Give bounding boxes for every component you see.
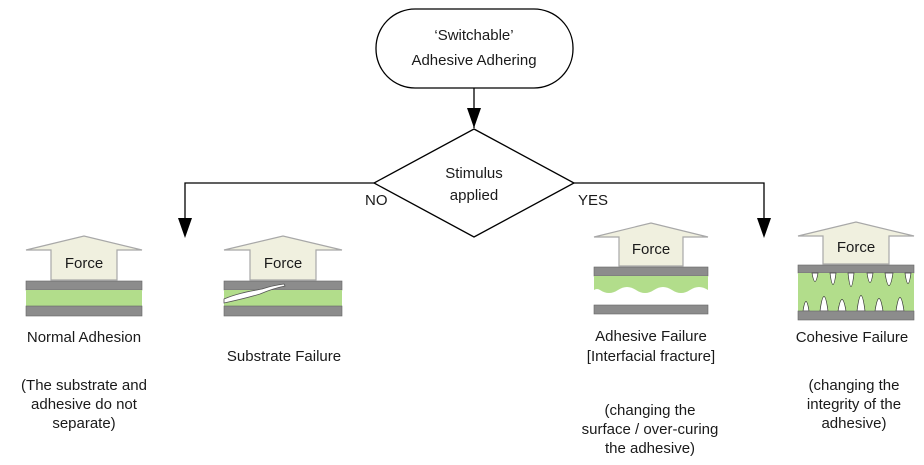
normal-adhesion-icon: Force — [25, 235, 143, 317]
yes-branch-arrowhead — [757, 218, 771, 238]
bottom-substrate — [223, 305, 343, 317]
outcome-subtitle-adhesive-failure: [Interfacial fracture] — [586, 348, 716, 365]
yes-branch-line — [574, 182, 765, 220]
yes-label: YES — [578, 192, 608, 209]
substrate-failure-icon: Force — [223, 235, 343, 317]
no-branch-line — [184, 182, 374, 220]
substrate-crack — [223, 283, 286, 304]
outcome-title-substrate-failure: Substrate Failure — [226, 348, 342, 365]
no-branch-arrowhead — [178, 218, 192, 238]
force-arrow-icon — [223, 235, 343, 281]
top-substrate — [797, 264, 915, 274]
outcome-note-cohesive-failure: (changing the integrity of the adhesive) — [806, 377, 902, 432]
start-node — [375, 8, 574, 89]
adhesive-layer — [798, 273, 914, 311]
outcome-title-cohesive-failure: Cohesive Failure — [795, 329, 909, 346]
bottom-substrate — [593, 304, 709, 315]
bottom-substrate — [797, 310, 915, 321]
force-arrow-icon — [797, 221, 915, 265]
force-label: Force — [837, 239, 875, 256]
top-substrate — [25, 280, 143, 291]
cohesive-failure-icon: Force — [797, 221, 915, 321]
outcome-title-normal-adhesion: Normal Adhesion — [26, 329, 142, 346]
no-label: NO — [365, 192, 388, 209]
top-substrate — [593, 266, 709, 277]
force-arrow-icon — [593, 222, 709, 267]
decision-line2: applied — [450, 187, 498, 204]
start-node-line1: ‘Switchable’ — [434, 27, 513, 44]
outcome-note-adhesive-failure: (changing the surface / over-curing the … — [581, 402, 719, 457]
bottom-substrate — [25, 305, 143, 317]
start-node-line2: Adhesive Adhering — [411, 52, 536, 69]
decision-diamond — [372, 128, 576, 238]
force-label: Force — [65, 255, 103, 272]
force-arrow-icon — [25, 235, 143, 281]
adhesive-failure-icon: Force — [593, 222, 709, 315]
start-to-decision-arrowhead — [467, 108, 481, 128]
decision-line1: Stimulus — [445, 165, 503, 182]
outcome-note-normal-adhesion: (The substrate and adhesive do not separ… — [21, 377, 147, 432]
adhesive-layer — [26, 290, 142, 306]
outcome-title-adhesive-failure: Adhesive Failure — [595, 328, 707, 345]
force-label: Force — [264, 255, 302, 272]
force-label: Force — [632, 241, 670, 258]
separated-adhesive-layer — [594, 276, 708, 293]
